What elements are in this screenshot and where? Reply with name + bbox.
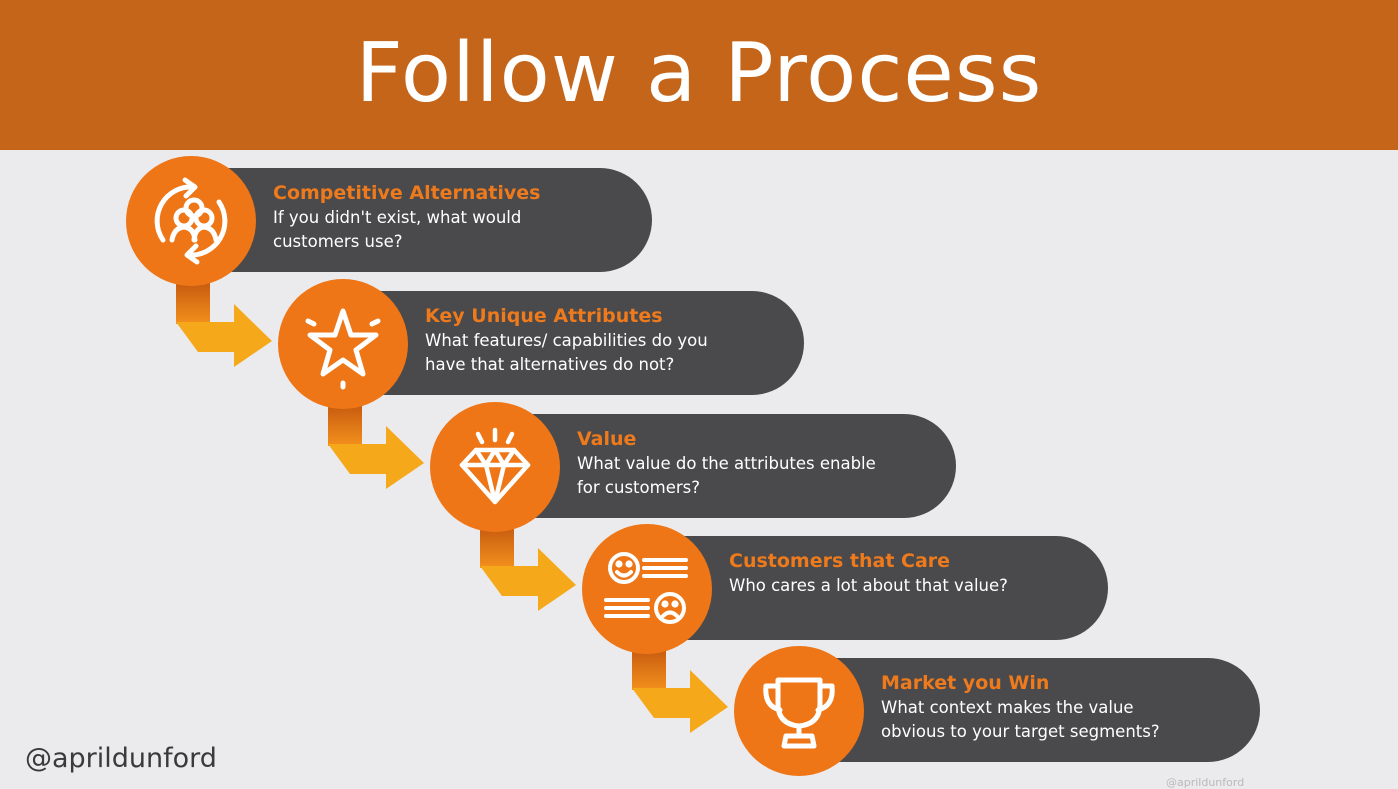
step-panel [798, 658, 1260, 762]
step-description: What features/ capabilities do you have … [425, 329, 785, 377]
process-step: Competitive Alternatives If you didn't e… [126, 156, 666, 286]
author-handle: @aprildunford [25, 743, 217, 774]
step-panel [646, 536, 1108, 640]
step-icon-circle [126, 156, 256, 286]
step-icon-circle [734, 646, 864, 776]
step-icon-circle [278, 279, 408, 409]
step-panel [494, 414, 956, 518]
step-icon-circle [582, 524, 712, 654]
step-connector-arrow [176, 282, 272, 367]
people-cycle-icon [154, 177, 228, 265]
step-panel [190, 168, 652, 272]
step-icon-circle [430, 402, 560, 532]
title-banner: Follow a Process [0, 0, 1398, 150]
process-step: Customers that Care Who cares a lot abou… [582, 524, 1122, 654]
diamond-icon [459, 427, 531, 505]
step-description: Who cares a lot about that value? [729, 574, 1089, 598]
process-step: Market you Win What context makes the va… [734, 646, 1274, 776]
step-description-line: customers use? [273, 232, 403, 251]
step-description-line: If you didn't exist, what would [273, 208, 522, 227]
step-description: What context makes the value obvious to … [881, 696, 1241, 744]
step-description-line: What context makes the value [881, 698, 1134, 717]
process-step: Value What value do the attributes enabl… [430, 402, 970, 532]
step-description-line: obvious to your target segments? [881, 722, 1160, 741]
star-icon [305, 308, 381, 390]
step-heading: Customers that Care [729, 550, 951, 572]
step-connector-arrow [328, 404, 424, 489]
watermark: @aprildunford [1166, 776, 1245, 789]
step-description-line: for customers? [577, 478, 700, 497]
trophy-icon [763, 677, 835, 749]
step-description-line: What value do the attributes enable [577, 454, 876, 473]
step-heading: Value [577, 428, 637, 450]
step-heading: Market you Win [881, 672, 1050, 694]
step-description-line: What features/ capabilities do you [425, 331, 708, 350]
page-title: Follow a Process [355, 26, 1043, 121]
step-connector-arrow [632, 648, 728, 733]
step-description-line: have that alternatives do not? [425, 355, 675, 374]
happy-sad-faces-icon [604, 552, 688, 624]
step-description-line: Who cares a lot about that value? [729, 576, 1008, 595]
step-description: What value do the attributes enable for … [577, 452, 937, 500]
step-connector-arrow [480, 526, 576, 611]
step-panel [342, 291, 804, 395]
step-description: If you didn't exist, what would customer… [273, 206, 633, 254]
step-heading: Key Unique Attributes [425, 305, 663, 327]
process-step: Key Unique Attributes What features/ cap… [278, 279, 818, 409]
step-heading: Competitive Alternatives [273, 182, 541, 204]
